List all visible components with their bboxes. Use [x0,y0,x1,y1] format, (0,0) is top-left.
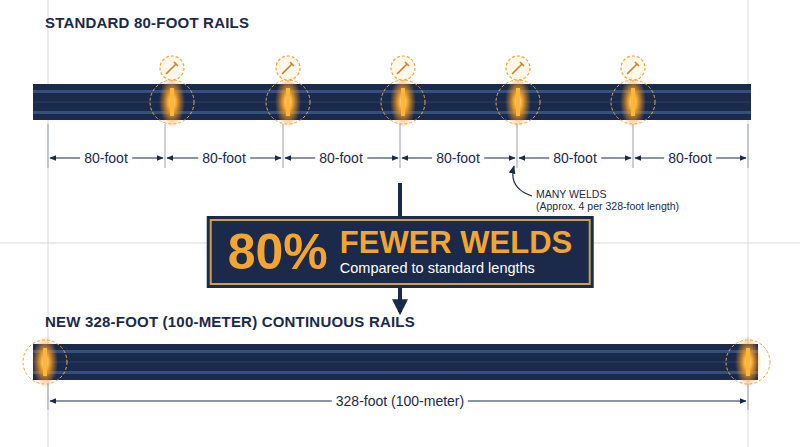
dimension-lines [48,124,748,168]
dimension-label: 328-foot (100-meter) [332,393,468,409]
headline: FEWER WELDS [340,227,573,260]
highlight-box: 80%FEWER WELDSCompared to standard lengt… [210,219,591,285]
dimension-lines [48,384,748,410]
section-heading: STANDARD 80-FOOT RAILS [45,14,249,31]
dimension-label: 80-foot [315,150,367,166]
text-column: FEWER WELDSCompared to standard lengths [340,227,573,277]
percent-figure: 80% [228,227,328,277]
weld-marks [150,56,655,128]
dimension-label: 80-foot [198,150,250,166]
dimension-label: 80-foot [664,150,716,166]
callout-note: (Approx. 4 per 328-foot length) [536,200,679,212]
bottom-rail [33,344,758,380]
dimension-label: 80-foot [549,150,601,166]
subtext: Compared to standard lengths [340,260,573,277]
dimension-label: 80-foot [432,150,484,166]
weld-marks [23,336,770,388]
callout-arrow [513,166,532,196]
callout-note: MANY WELDS [536,188,606,200]
dimension-label: 80-foot [80,150,132,166]
section-heading: NEW 328-FOOT (100-METER) CONTINUOUS RAIL… [45,313,415,330]
